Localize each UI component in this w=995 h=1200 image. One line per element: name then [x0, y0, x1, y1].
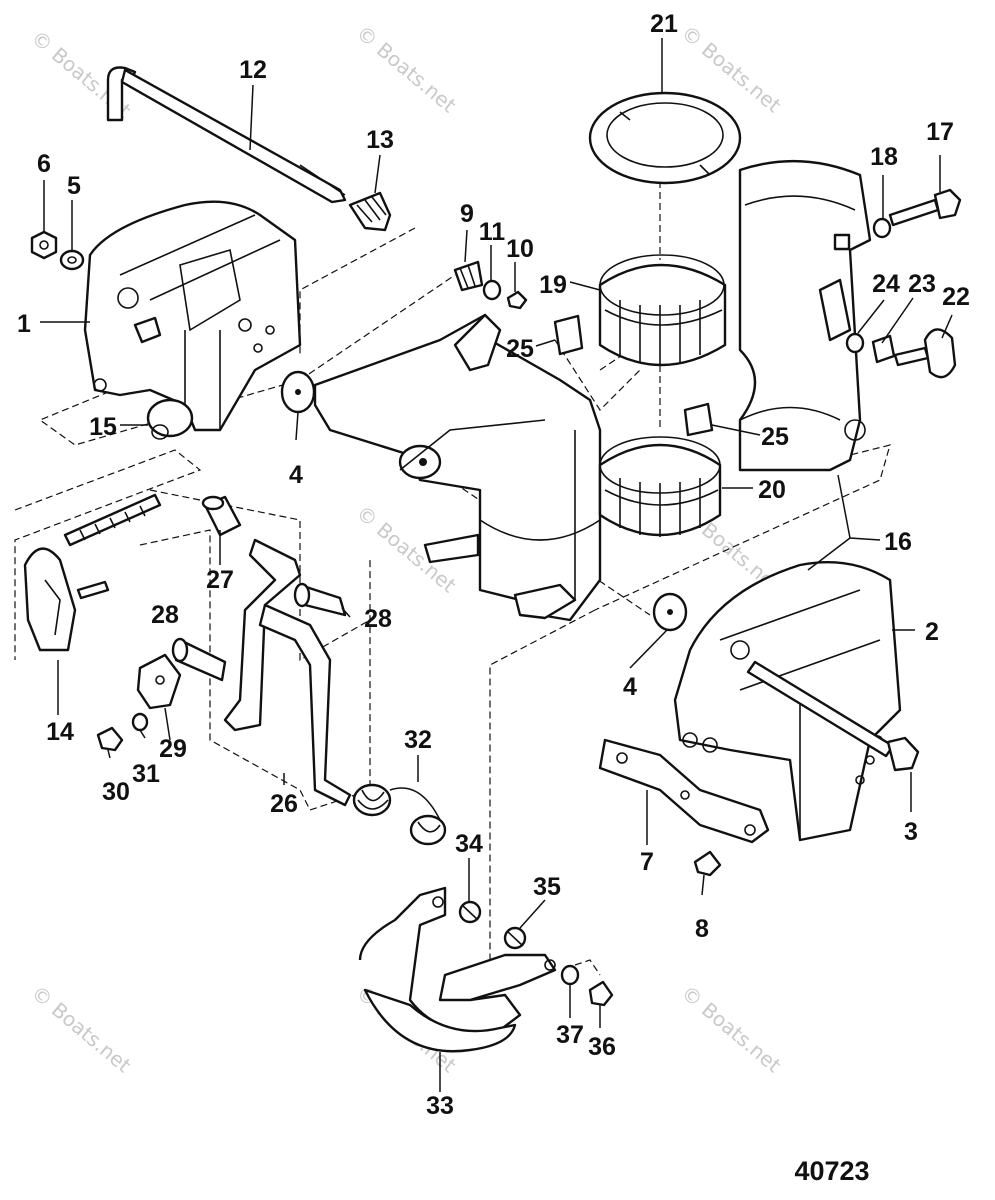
callout-1: 1: [17, 310, 31, 338]
part-4-washer-lower: [652, 592, 688, 632]
part-18-washer: [872, 217, 892, 239]
part-3-through-bolt: [746, 660, 920, 772]
part-1-clamp-bracket: [83, 200, 302, 432]
callout-21: 21: [650, 10, 678, 38]
callout-26: 26: [270, 790, 298, 818]
part-22-wing-screw: [893, 328, 957, 379]
callout-13: 13: [366, 126, 394, 154]
part-4-washer-upper: [280, 370, 316, 414]
part-36-screw: [588, 980, 614, 1007]
callout-3: 3: [904, 818, 918, 846]
callout-23: 23: [908, 270, 936, 298]
callout-31: 31: [132, 760, 160, 788]
callout-4-upper: 4: [289, 461, 303, 489]
callout-14: 14: [46, 718, 74, 746]
part-7-plate: [598, 738, 770, 844]
callout-17: 17: [926, 118, 954, 146]
callout-2: 2: [925, 618, 939, 646]
part-8-screw: [693, 850, 722, 877]
callout-18: 18: [870, 143, 898, 171]
part-2-clamp-bracket: [673, 560, 902, 842]
callout-25-lower: 25: [761, 423, 789, 451]
watermark: © Boats.net: [27, 980, 136, 1077]
watermark: © Boats.net: [352, 20, 461, 117]
callout-35: 35: [533, 873, 561, 901]
part-28-pin-right: [293, 582, 347, 617]
callout-28-left: 28: [151, 601, 179, 629]
callout-10: 10: [506, 235, 534, 263]
part-24-washer: [845, 332, 865, 354]
part-9-spring: [453, 260, 484, 292]
callout-25-upper: 25: [506, 335, 534, 363]
part-12-rod: [106, 66, 347, 204]
part-6-nut: [30, 230, 58, 260]
callout-30: 30: [102, 778, 130, 806]
part-20-bushing: [598, 436, 722, 537]
part-21-split-ring: [588, 91, 742, 185]
callout-5: 5: [67, 172, 81, 200]
part-11-washer: [482, 279, 502, 301]
part-31-washer: [131, 712, 149, 732]
callout-7: 7: [640, 848, 654, 876]
part-25-pad-upper: [553, 314, 584, 356]
leader-lines: [40, 38, 953, 1092]
watermark: © Boats.net: [677, 980, 786, 1077]
callout-34: 34: [455, 830, 483, 858]
part-15-clamp-screw-foot: [146, 398, 194, 440]
callout-27: 27: [206, 566, 234, 594]
part-29-bracket: [136, 653, 182, 710]
callout-8: 8: [695, 915, 709, 943]
part-32-spring: [352, 783, 447, 846]
part-35-spring: [503, 926, 527, 950]
callout-16: 16: [884, 528, 912, 556]
part-33-tilt-lock: [358, 886, 557, 1053]
swivel-bracket: [313, 313, 602, 622]
callout-36: 36: [588, 1033, 616, 1061]
part-17-bolt: [888, 188, 962, 227]
part-5-washer: [59, 249, 85, 271]
callout-37: 37: [556, 1021, 584, 1049]
callout-12: 12: [239, 56, 267, 84]
callout-19: 19: [539, 271, 567, 299]
part-14-lock-lever: [23, 493, 162, 652]
part-10-screw: [506, 290, 528, 310]
part-28-pin-left: [171, 637, 227, 682]
part-23-spring: [871, 334, 896, 364]
part-27-pin: [201, 495, 242, 537]
part-37-washer: [560, 964, 580, 986]
callout-labels: 1 2 3 4 4 5 6 7 8 9 10 11 12 13 14 15 16…: [17, 10, 970, 1120]
part-25-pad-lower: [683, 402, 714, 437]
callout-29: 29: [159, 735, 187, 763]
part-34-spring: [458, 900, 482, 924]
callout-28-right: 28: [364, 605, 392, 633]
part-16-housing: [738, 159, 872, 472]
callout-32: 32: [404, 726, 432, 754]
callout-11: 11: [479, 218, 506, 246]
part-19-bushing: [598, 254, 727, 367]
callout-4-lower: 4: [623, 673, 637, 701]
callout-24: 24: [872, 270, 900, 298]
callout-6: 6: [37, 150, 51, 178]
figure-number: 40723: [794, 1156, 869, 1186]
callout-33: 33: [426, 1092, 454, 1120]
part-30-screw: [96, 726, 124, 752]
callout-20: 20: [758, 476, 786, 504]
part-26-lever-rod: [223, 538, 352, 807]
callout-15: 15: [89, 413, 117, 441]
callout-22: 22: [942, 283, 970, 311]
part-13-spring: [348, 191, 392, 232]
callout-9: 9: [460, 200, 474, 228]
